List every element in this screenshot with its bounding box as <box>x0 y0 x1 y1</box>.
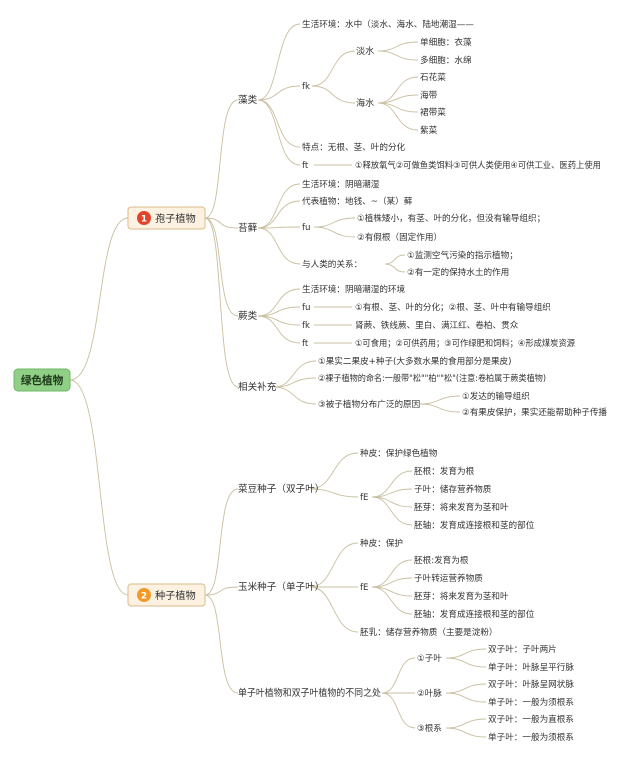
spore-label: 孢子植物 <box>155 212 196 225</box>
extra-label[interactable]: 相关补充 <box>238 381 277 393</box>
connectors <box>69 23 487 738</box>
algae-branch: 藻类 生活环境：水中（淡水、海水、陆地潮湿—— fk 淡水 单细胞：衣藻 多细胞… <box>238 18 601 171</box>
bean-part: 胚芽：将来发育为茎和叶 <box>414 501 509 513</box>
corn-endosperm: 胚乳：储存营养物质（主要是淀粉） <box>360 626 498 638</box>
algae-fresh-item: 多细胞：水绵 <box>420 54 472 66</box>
moss-label[interactable]: 苔藓 <box>238 222 258 234</box>
spore-number-badge <box>137 211 151 225</box>
algae-sea-item: 石花菜 <box>420 71 446 83</box>
bean-part: 胚根：发育为根 <box>414 465 475 477</box>
diff-group-label: ③根系 <box>417 722 442 734</box>
moss-fu-item: ①植株矮小，有茎、叶的分化，但没有输导组织； <box>357 212 545 224</box>
seed-number: 2 <box>141 592 147 602</box>
diff-group-item: 双子叶：子叶两片 <box>488 643 557 655</box>
algae-fresh-item: 单细胞：衣藻 <box>420 36 472 48</box>
bean-part: 子叶：储存营养物质 <box>414 483 492 495</box>
algae-trait: 特点：无根、茎、叶的分化 <box>302 141 406 153</box>
diff-group-label: ②叶脉 <box>417 688 442 699</box>
diff-group-item: 单子叶：一般为须根系 <box>488 731 574 743</box>
moss-relation-item: ②有一定的保持水土的作用 <box>407 266 509 278</box>
moss-relation-label: 与人类的关系： <box>302 258 362 270</box>
diff-group-item: 单子叶：一般为须根系 <box>488 696 574 708</box>
corn-part: 胚芽：将来发育为茎和叶 <box>414 590 509 602</box>
algae-fk: fk <box>302 82 310 92</box>
fern-fk-text: 肾蕨、铁线蕨、里白、满江红、卷柏、贯众 <box>355 319 519 331</box>
algae-ft-text: ①释放氧气②可做鱼类饵料③可供人类使用④可供工业、医药上使用 <box>355 159 601 171</box>
category-spore-node[interactable]: 1 孢子植物 <box>127 206 206 230</box>
fern-fk: fk <box>302 321 310 331</box>
moss-relation-item: ①监测空气污染的指示植物； <box>407 249 518 261</box>
fern-ft-text: ①可食用；②可供药用；③可作绿肥和饲料；④形成煤炭资源 <box>355 337 575 349</box>
bean-coat: 种皮：保护绿色植物 <box>360 447 438 459</box>
algae-sea-item: 海带 <box>420 89 438 101</box>
fern-branch: 蕨类 生活环境：阴暗潮湿的环境 fu ①有根、茎、叶的分化；②根、茎、叶中有输导… <box>238 283 575 349</box>
fern-label[interactable]: 蕨类 <box>238 310 258 322</box>
moss-fu-item: ②有假根（固定作用） <box>357 231 442 243</box>
fern-env: 生活环境：阴暗潮湿的环境 <box>302 283 406 295</box>
corn-part: 胚根:发育为根 <box>414 554 469 566</box>
algae-label[interactable]: 藻类 <box>238 94 258 106</box>
fern-fu-text: ①有根、茎、叶的分化；②根、茎、叶中有输导组织 <box>355 301 551 313</box>
extra-item: ③被子植物分布广泛的原因 <box>318 398 420 410</box>
algae-env: 生活环境：水中（淡水、海水、陆地潮湿—— <box>302 18 474 30</box>
algae-fresh-label[interactable]: 淡水 <box>356 45 374 57</box>
diff-group-item: 双子叶：叶脉呈网状脉 <box>488 678 574 690</box>
bean-fe: fE <box>360 493 368 503</box>
diff-group-item: 双子叶：一般为直根系 <box>488 713 574 725</box>
algae-sea-item: 裙带菜 <box>420 106 446 118</box>
fern-ft: ft <box>302 339 309 349</box>
extra-item: ②裸子植物的命名:一般带"松""柏""松"(注意:卷柏属于蕨类植物) <box>318 372 546 384</box>
corn-coat: 种皮：保护 <box>360 537 403 549</box>
moss-fu: fu <box>302 223 310 233</box>
algae-sea-label[interactable]: 海水 <box>356 97 374 109</box>
algae-sea-item: 紫菜 <box>420 124 438 136</box>
moss-branch: 苔藓 生活环境：阴暗潮湿 代表植物：地钱、~（某）藓 fu ①植株矮小，有茎、叶… <box>238 178 545 278</box>
bean-label[interactable]: 菜豆种子（双子叶） <box>238 483 324 495</box>
fern-fu: fu <box>302 303 310 313</box>
extra-reason: ①发达的输导组织 <box>462 390 530 402</box>
moss-representative: 代表植物：地钱、~（某）藓 <box>302 195 413 207</box>
extra-reason: ②有果皮保护，果实还能帮助种子传播 <box>462 406 607 418</box>
bean-branch: 菜豆种子（双子叶） 种皮：保护绿色植物 fE 胚根：发育为根 子叶：储存营养物质… <box>238 447 535 531</box>
moss-env: 生活环境：阴暗潮湿 <box>302 178 380 190</box>
extra-branch: 相关补充 ①果实二果皮+种子(大多数水果的食用部分是果皮) ②裸子植物的命名:一… <box>238 355 607 418</box>
root-label: 绿色植物 <box>21 374 64 387</box>
diff-label[interactable]: 单子叶植物和双子叶植物的不同之处 <box>238 687 381 699</box>
root-node[interactable]: 绿色植物 <box>13 368 71 392</box>
seed-label: 种子植物 <box>155 589 196 602</box>
spore-number: 1 <box>141 215 147 225</box>
bean-part: 胚轴：发育成连接根和茎的部位 <box>414 519 535 531</box>
corn-label[interactable]: 玉米种子（单子叶） <box>238 581 324 593</box>
diff-branch: 单子叶植物和双子叶植物的不同之处 ①子叶 双子叶：子叶两片 单子叶：叶脉呈平行脉… <box>238 643 574 743</box>
extra-item: ①果实二果皮+种子(大多数水果的食用部分是果皮) <box>318 355 512 367</box>
algae-ft: ft <box>302 161 309 171</box>
seed-number-badge <box>137 588 151 602</box>
corn-part: 胚轴：发育成连接根和茎的部位 <box>414 608 535 620</box>
diff-group-item: 单子叶：叶脉呈平行脉 <box>488 661 574 673</box>
corn-part: 子叶转运营养物质 <box>414 572 483 584</box>
corn-fe: fE <box>360 583 368 593</box>
diff-group-label: ①子叶 <box>417 653 442 664</box>
category-seed-node[interactable]: 2 种子植物 <box>127 583 206 607</box>
corn-branch: 玉米种子（单子叶） 种皮：保护 fE 胚根:发育为根 子叶转运营养物质 胚芽：将… <box>238 537 535 638</box>
